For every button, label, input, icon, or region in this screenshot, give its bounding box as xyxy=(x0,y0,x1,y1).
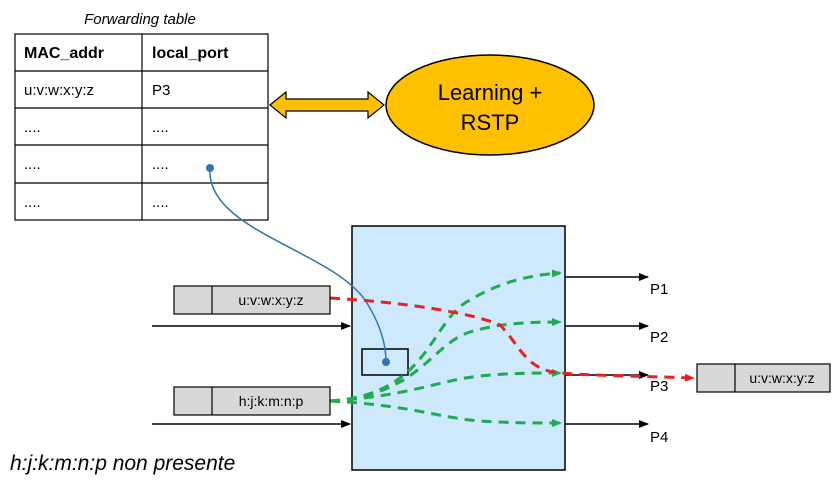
table-cell-mac-3: .... xyxy=(24,194,41,211)
process-line-1: Learning + xyxy=(438,80,543,105)
lookup-connector xyxy=(209,167,387,363)
table-cell-port-3: .... xyxy=(152,194,169,211)
port-label-p4: P4 xyxy=(650,429,668,446)
flood-path-p3 xyxy=(329,369,562,403)
table-cell-mac-0: u:v:w:x:y:z xyxy=(24,82,94,99)
lookup-dot-bottom xyxy=(382,358,390,366)
port-label-p2: P2 xyxy=(650,329,668,346)
learning-rstp-ellipse xyxy=(385,54,595,156)
frame-out-addr: u:v:w:x:y:z xyxy=(749,370,814,386)
process-line-2: RSTP xyxy=(461,110,520,135)
table-cell-port-2: .... xyxy=(152,156,169,173)
table-cell-port-1: .... xyxy=(152,119,169,136)
table-cell-port-0: P3 xyxy=(152,82,170,99)
flood-path-p1 xyxy=(329,269,562,403)
frame-bottom-in xyxy=(173,386,331,416)
table-cell-mac-1: .... xyxy=(24,119,41,136)
flood-path-p2 xyxy=(329,318,562,403)
table-header-port: local_port xyxy=(152,45,229,62)
table-header-mac: MAC_addr xyxy=(24,45,104,62)
lookup-box xyxy=(361,348,409,376)
frame-top-in xyxy=(173,285,331,315)
table-cell-mac-2: .... xyxy=(24,156,41,173)
port-label-p3: P3 xyxy=(650,378,668,395)
frame-out xyxy=(696,363,831,393)
frame-bottom-in-addr: h:j:k:m:n:p xyxy=(239,393,304,409)
flood-path-p4 xyxy=(329,399,562,427)
forwarding-table xyxy=(14,33,269,221)
forward-path-p3 xyxy=(329,296,695,382)
port-label-p1: P1 xyxy=(650,281,668,298)
switch-box xyxy=(351,225,566,471)
frame-top-in-addr: u:v:w:x:y:z xyxy=(238,292,303,308)
double-arrow-icon xyxy=(269,90,385,120)
table-caption: Forwarding table xyxy=(84,11,196,28)
note-text: h:j:k:m:n:p non presente xyxy=(10,452,235,475)
lookup-dot-top xyxy=(206,164,214,172)
